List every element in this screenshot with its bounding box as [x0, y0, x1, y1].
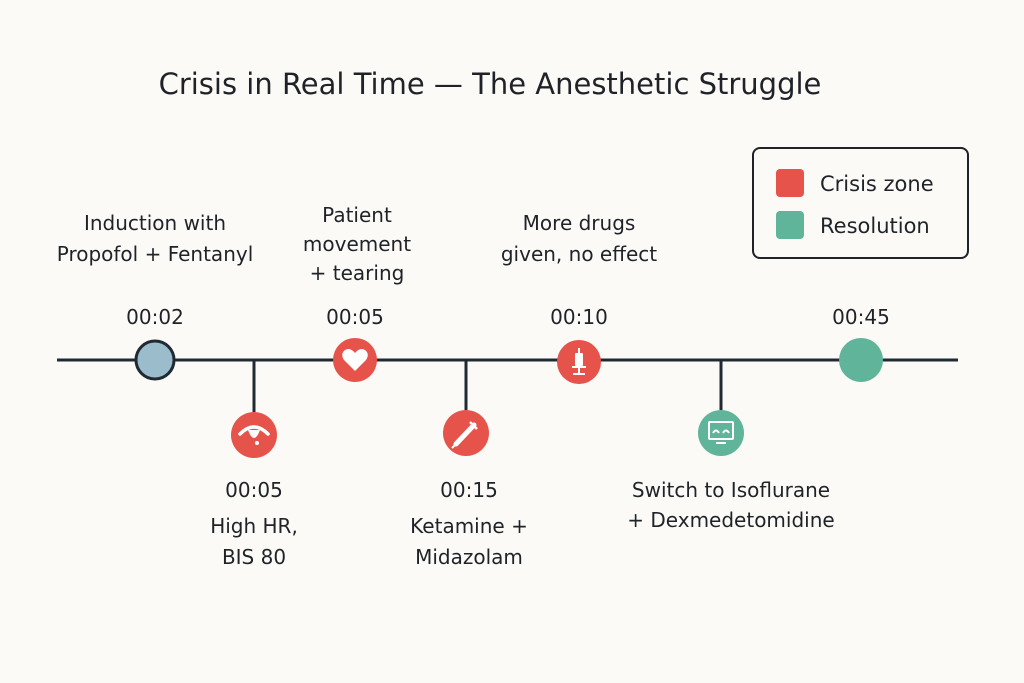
legend-label-crisis: Crisis zone — [820, 172, 934, 196]
monitor-icon — [708, 421, 734, 444]
eye-tear-icon — [238, 425, 270, 445]
syringe-icon — [451, 421, 478, 449]
vial-syringe-icon — [572, 348, 586, 375]
event-label: Midazolam — [415, 545, 523, 569]
event-high-hr: 00:05 High HR, BIS 80 — [210, 412, 298, 569]
event-time: 00:02 — [126, 305, 184, 329]
event-label: movement — [303, 232, 411, 256]
event-time: 00:45 — [832, 305, 890, 329]
event-label: Induction with — [84, 211, 226, 235]
event-label: BIS 80 — [222, 545, 286, 569]
event-switch-isoflurane: Switch to Isoflurane + Dexmedetomidine — [627, 410, 835, 532]
event-label: Switch to Isoflurane — [632, 478, 830, 502]
event-label: Ketamine + — [410, 514, 528, 538]
legend-label-resolution: Resolution — [820, 214, 930, 238]
event-label: + tearing — [310, 261, 405, 285]
start-node — [134, 339, 176, 381]
event-label: + Dexmedetomidine — [627, 508, 834, 532]
legend-box — [752, 147, 969, 259]
diagram-title: Crisis in Real Time — The Anesthetic Str… — [159, 67, 822, 101]
event-label: given, no effect — [501, 242, 657, 266]
resolution-node — [839, 338, 883, 382]
legend: Crisis zone Resolution — [752, 147, 969, 259]
event-label: High HR, — [210, 514, 298, 538]
event-time: 00:05 — [326, 305, 384, 329]
event-patient-movement: Patient movement + tearing 00:05 — [303, 203, 411, 382]
event-time: 00:10 — [550, 305, 608, 329]
event-more-drugs: More drugs given, no effect 00:10 — [501, 211, 657, 384]
event-label: Propofol + Fentanyl — [57, 242, 254, 266]
event-induction: Induction with Propofol + Fentanyl 00:02 — [57, 211, 254, 381]
event-time: 00:15 — [440, 478, 498, 502]
heart-icon — [342, 349, 368, 371]
event-time: 00:05 — [225, 478, 283, 502]
legend-swatch-crisis — [776, 169, 804, 197]
resolution-node — [698, 410, 744, 456]
event-ketamine: 00:15 Ketamine + Midazolam — [410, 410, 528, 569]
event-label: More drugs — [523, 211, 636, 235]
legend-swatch-resolution — [776, 211, 804, 239]
event-label: Patient — [322, 203, 392, 227]
event-resolution: 00:45 — [832, 305, 890, 382]
